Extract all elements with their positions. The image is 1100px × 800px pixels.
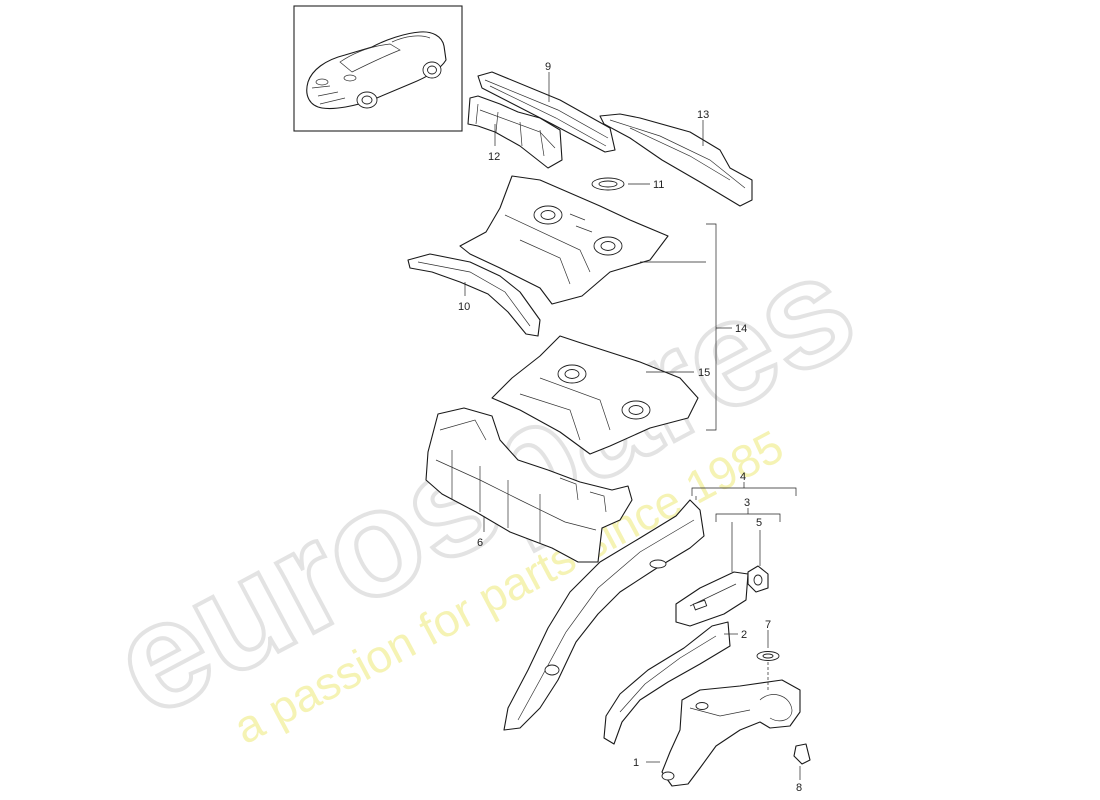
callout-2: 2 — [741, 629, 747, 641]
callout-10: 10 — [458, 301, 470, 313]
callout-3: 3 — [744, 497, 750, 509]
part-grommet-5 — [747, 565, 769, 593]
part-side-member — [503, 499, 705, 731]
callout-5: 5 — [756, 517, 762, 529]
callout-8: 8 — [796, 782, 802, 794]
part-wheel-housing — [661, 679, 801, 787]
part-wheel-arch-panel — [603, 621, 731, 745]
part-rear-floor-upper — [459, 175, 669, 305]
part-rear-floor-lower — [491, 335, 699, 455]
part-cross-member — [477, 71, 616, 153]
part-tunnel-structure — [425, 407, 633, 563]
part-bulkhead-bracket — [467, 95, 563, 169]
part-grommet-7 — [756, 651, 780, 661]
leader-lines — [464, 72, 801, 780]
callout-13: 13 — [697, 109, 709, 121]
bracket-group-3 — [715, 508, 781, 522]
car-icon — [306, 31, 447, 110]
callout-1: 1 — [633, 757, 639, 769]
part-small-member — [675, 571, 749, 627]
callout-4: 4 — [740, 471, 746, 483]
part-grommet-ring — [591, 177, 625, 191]
callout-15: 15 — [698, 367, 710, 379]
vehicle-thumbnail — [293, 5, 463, 132]
callout-11: 11 — [653, 179, 664, 191]
callout-14: 14 — [735, 323, 747, 335]
callout-7: 7 — [765, 619, 771, 631]
callout-labels: 9 12 13 11 10 14 15 4 3 5 6 2 7 1 8 — [458, 61, 802, 794]
part-clip-8 — [793, 743, 811, 765]
callout-6: 6 — [477, 537, 483, 549]
bracket-group-4 — [691, 482, 797, 496]
bracket-group-14 — [706, 223, 732, 431]
part-side-rail — [599, 113, 753, 207]
callout-12: 12 — [488, 151, 500, 163]
callout-9: 9 — [545, 61, 551, 73]
part-rear-member — [407, 253, 541, 337]
